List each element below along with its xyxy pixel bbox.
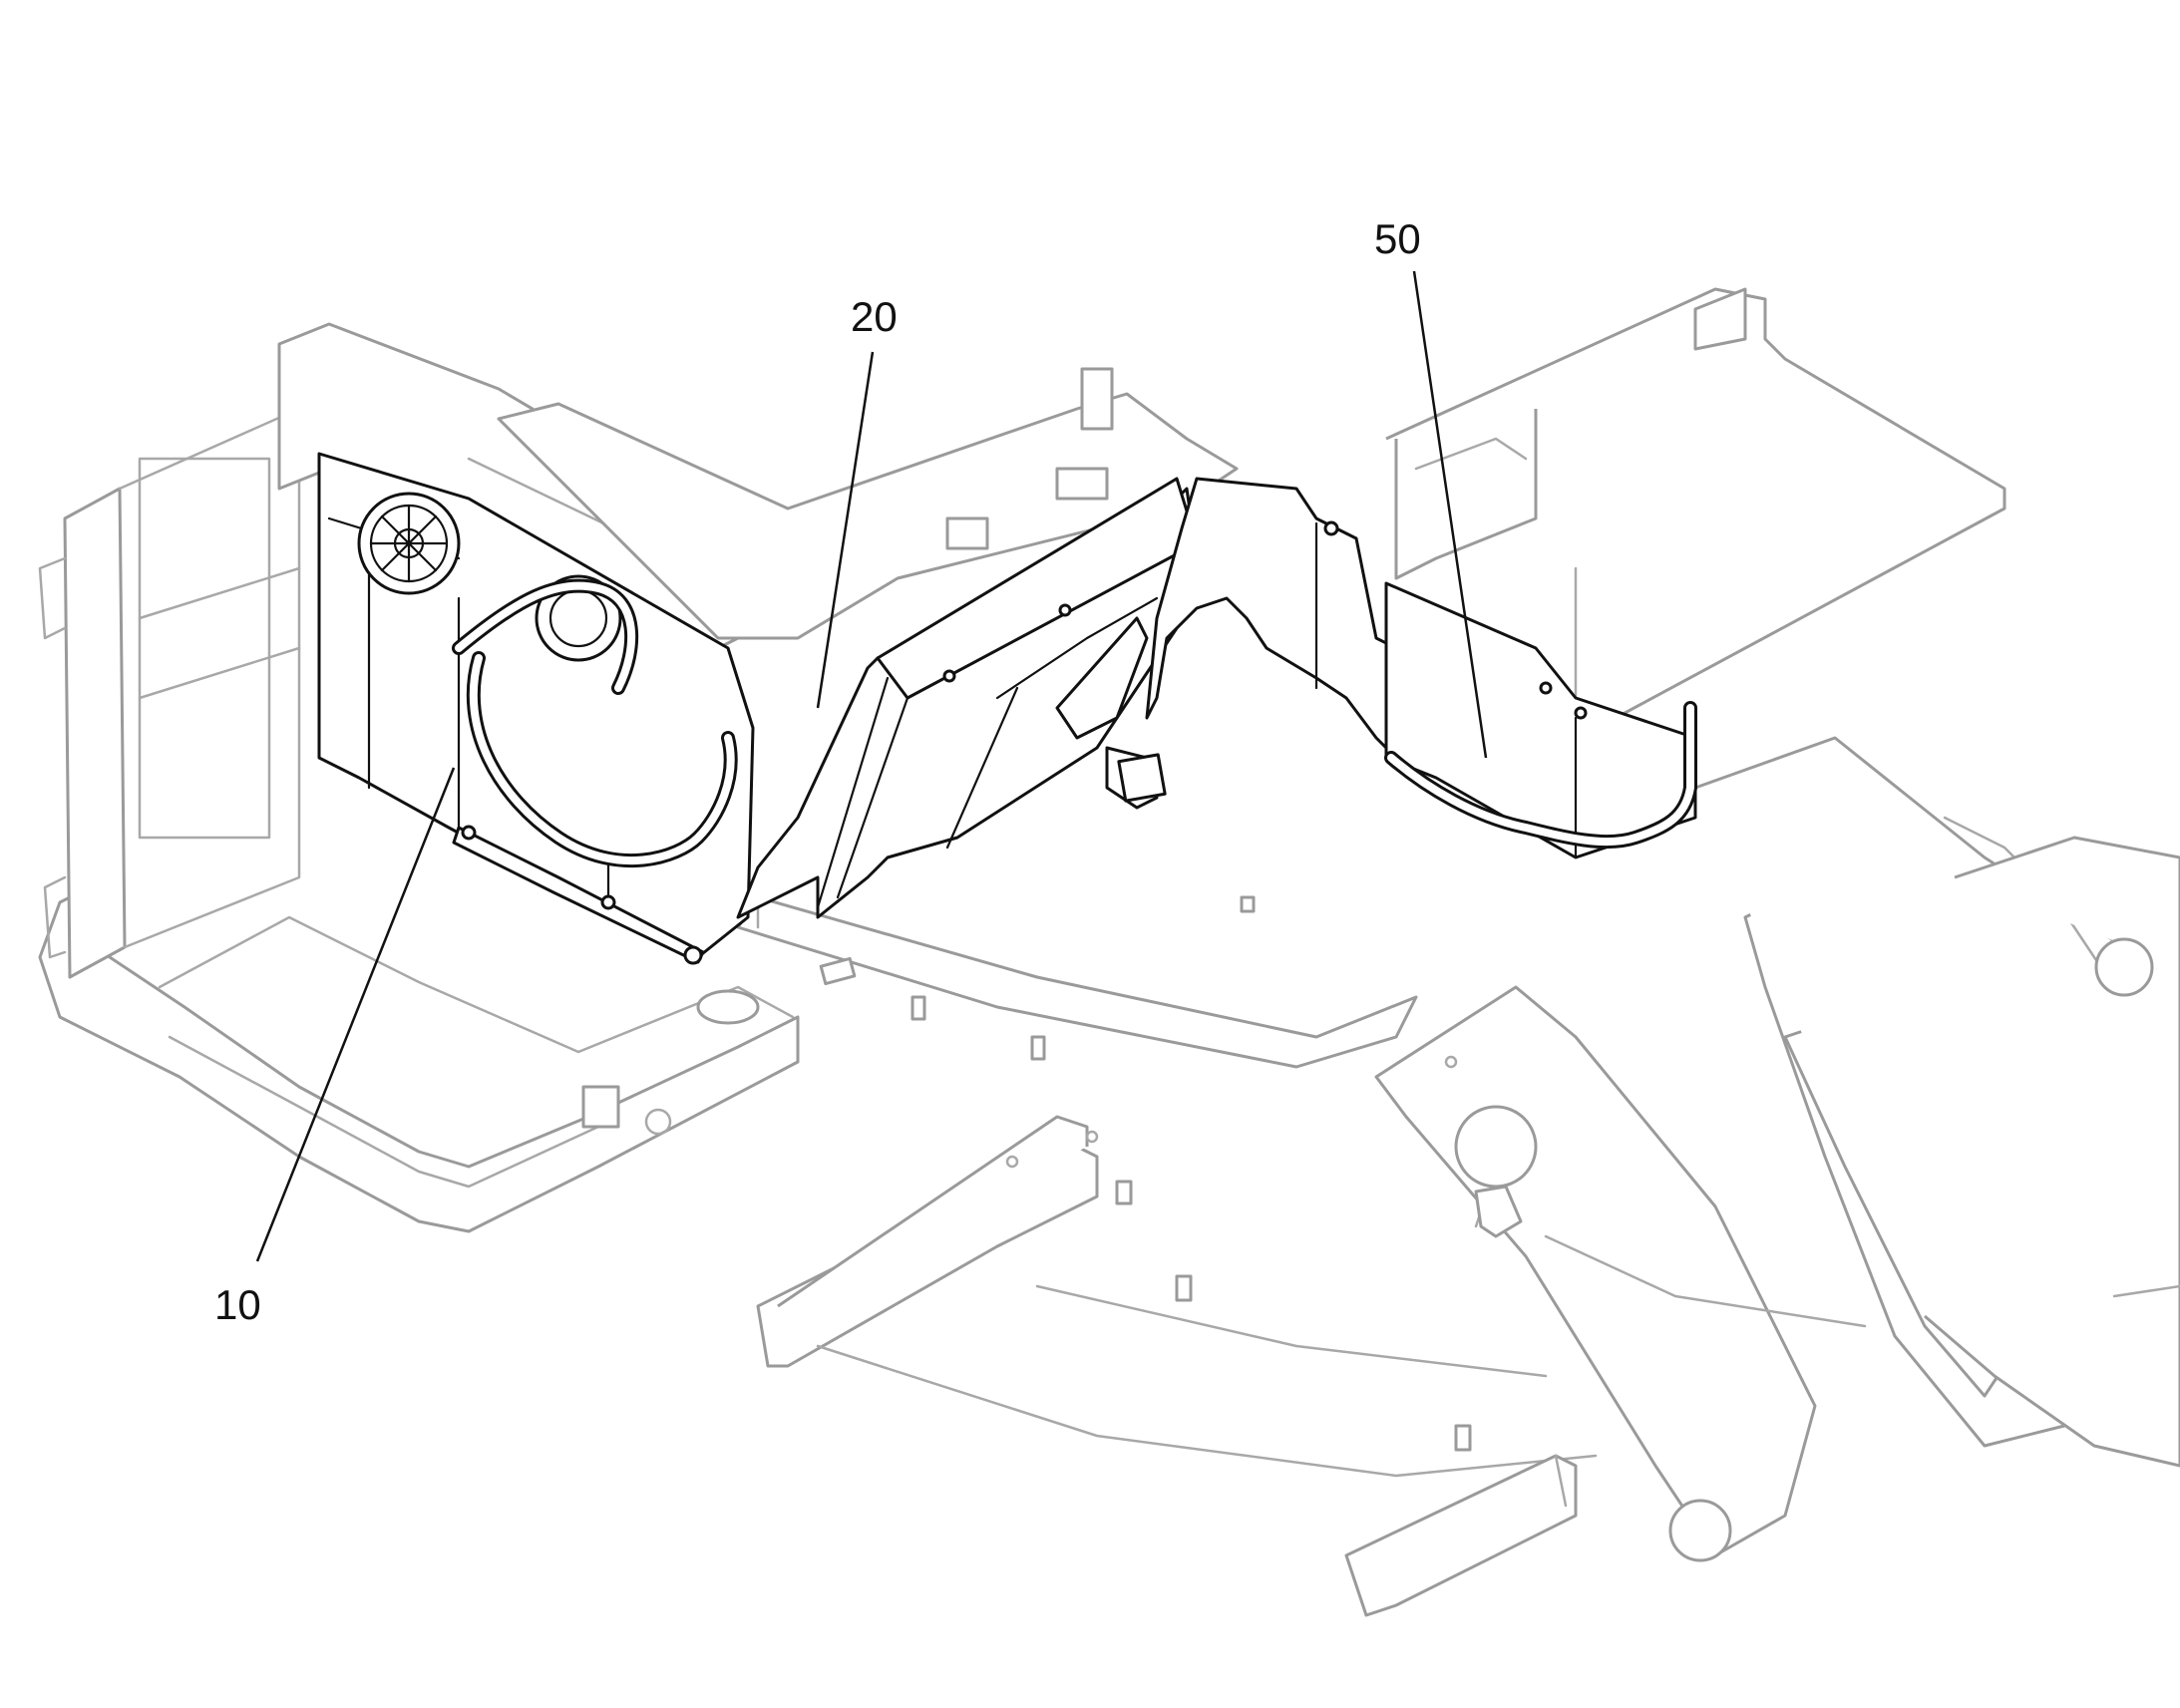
- callout-label-10: 10: [214, 1281, 261, 1328]
- part-10-panel: [317, 452, 755, 965]
- callout-50: 50: [1374, 215, 1488, 759]
- callout-label-20: 20: [851, 293, 898, 340]
- callout-10: 10: [214, 767, 456, 1328]
- callout-20: 20: [816, 293, 898, 709]
- leader-line-50: [1412, 270, 1488, 759]
- leader-line-20: [816, 351, 875, 709]
- part-50-panel: [1145, 477, 1697, 859]
- part-20-duct: [736, 477, 1199, 919]
- chassis-frame: [38, 287, 2180, 1617]
- callout-label-50: 50: [1374, 215, 1421, 262]
- leader-line-10: [255, 767, 456, 1262]
